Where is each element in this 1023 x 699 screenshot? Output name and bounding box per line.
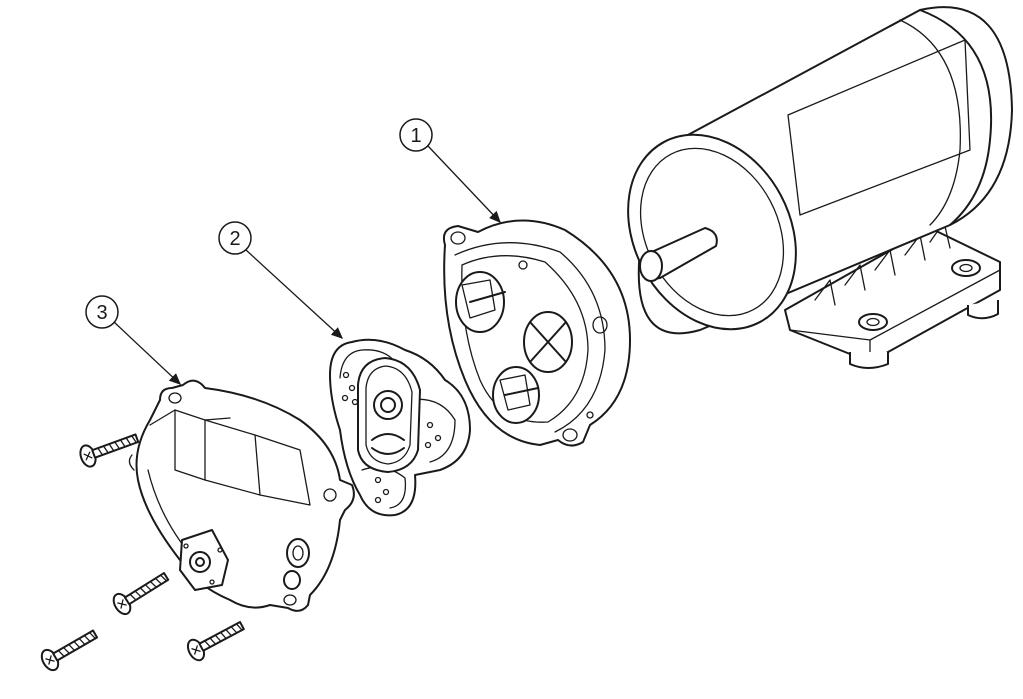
motor	[627, 6, 1013, 369]
callout-1: 1	[399, 118, 501, 223]
callout-3-label: 3	[96, 302, 107, 324]
callout-2-label: 2	[229, 228, 240, 250]
diaphragm-holes	[341, 371, 442, 504]
screw-top-left	[79, 433, 140, 468]
diaphragm-assembly	[329, 338, 471, 517]
screw-bottom-left	[40, 629, 99, 672]
screw-middle-left	[112, 572, 170, 616]
motor-base	[784, 221, 1001, 369]
callout-2: 2	[218, 221, 343, 339]
pump-body	[442, 219, 631, 447]
screw-bottom-right	[186, 621, 245, 662]
pump-head	[128, 379, 355, 612]
callout-1-label: 1	[410, 125, 421, 147]
callout-3: 3	[85, 295, 181, 385]
